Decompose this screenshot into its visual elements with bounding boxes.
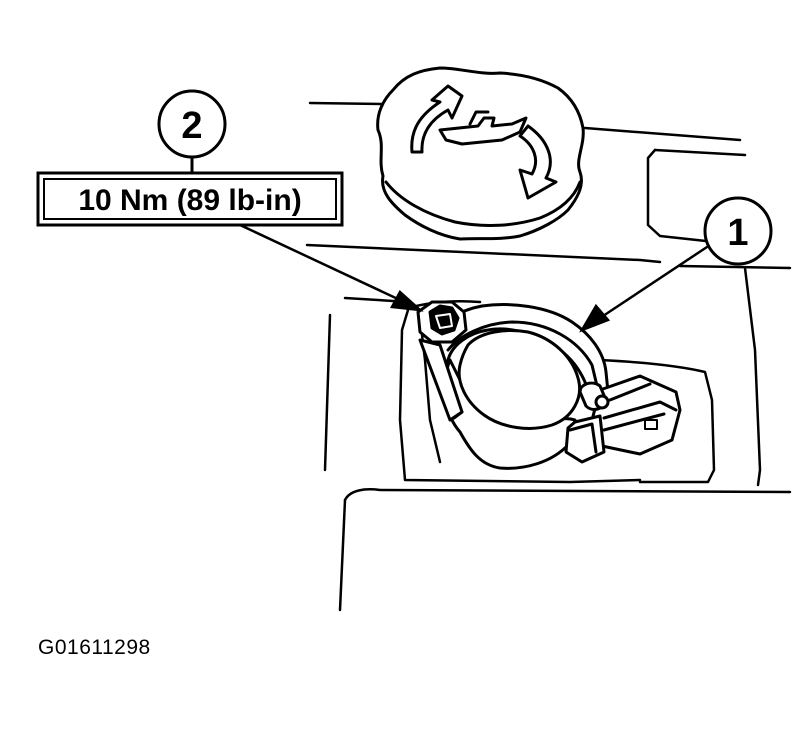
torque-spec-text: 10 Nm (89 lb-in) xyxy=(78,184,301,217)
side-panel xyxy=(646,148,762,487)
leader-line-2 xyxy=(239,223,401,302)
callout-number-1: 1 xyxy=(727,212,748,254)
torque-spec-inner-border xyxy=(43,178,337,220)
oil-filler-cap xyxy=(376,66,585,241)
arrowhead-2 xyxy=(390,290,424,312)
callout-number-2: 2 xyxy=(181,105,202,147)
callout-circle-1 xyxy=(703,196,773,266)
bolt xyxy=(416,300,468,344)
callout-2: 2 xyxy=(157,89,227,173)
arrowhead-1 xyxy=(579,303,611,333)
torque-spec-outer-border xyxy=(36,171,344,227)
leader-line-1 xyxy=(599,243,711,320)
callout-1: 1 xyxy=(703,196,773,266)
torque-spec-box: 10 Nm (89 lb-in) xyxy=(36,171,344,227)
figure-id: G01611298 xyxy=(38,636,151,659)
leader-arrows xyxy=(239,223,711,333)
engine-surface-lines xyxy=(305,101,792,304)
